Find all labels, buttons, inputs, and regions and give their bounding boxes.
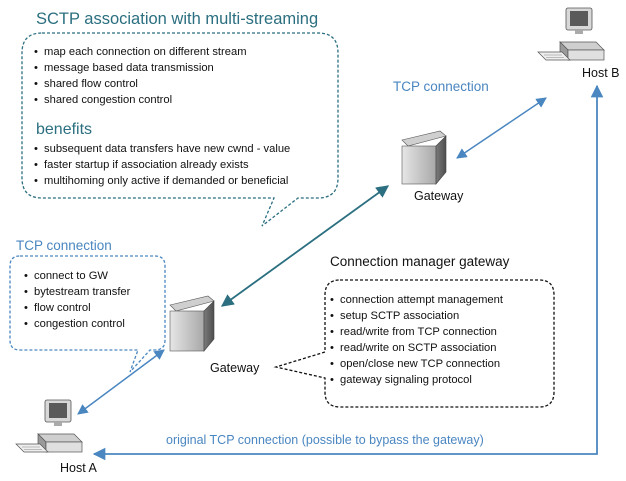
- list-item: multihoming only active if demanded or b…: [34, 173, 290, 189]
- gateway-right-label: Gateway: [414, 189, 464, 203]
- list-item: connection attempt management: [330, 292, 503, 308]
- gateway-left-icon: [169, 295, 215, 352]
- list-item: shared congestion control: [34, 92, 247, 108]
- gateway-right-icon: [401, 130, 447, 185]
- sctp-callout-title: SCTP association with multi-streaming: [36, 10, 319, 28]
- tcp-connection-label-top: TCP connection: [393, 79, 489, 94]
- benefits-title: benefits: [36, 121, 93, 138]
- list-item: flow control: [24, 300, 130, 316]
- gateway-left-label: Gateway: [210, 361, 260, 375]
- list-item: map each connection on different stream: [34, 44, 247, 60]
- list-item: gateway signaling protocol: [330, 372, 503, 388]
- host-a-label: Host A: [60, 461, 97, 475]
- host-b-label: Host B: [582, 66, 620, 80]
- tcp-callout-title: TCP connection: [16, 238, 112, 253]
- list-item: read/write from TCP connection: [330, 324, 503, 340]
- list-item: congestion control: [24, 316, 130, 332]
- list-item: message based data transmission: [34, 60, 247, 76]
- cm-callout-title: Connection manager gateway: [330, 254, 510, 269]
- host-b-computer-icon: [537, 7, 605, 61]
- list-item: connect to GW: [24, 268, 130, 284]
- list-item: open/close new TCP connection: [330, 356, 503, 372]
- list-item: shared flow control: [34, 76, 247, 92]
- tcp-feature-list: connect to GW bytestream transfer flow c…: [24, 268, 130, 332]
- cm-feature-list: connection attempt management setup SCTP…: [330, 292, 503, 388]
- list-item: subsequent data transfers have new cwnd …: [34, 141, 290, 157]
- original-tcp-link: [92, 84, 604, 461]
- list-item: setup SCTP association: [330, 308, 503, 324]
- original-tcp-connection-label: original TCP connection (possible to byp…: [166, 433, 484, 447]
- list-item: faster startup if association already ex…: [34, 157, 290, 173]
- tcp-link-host-a-gateway: [77, 349, 165, 415]
- host-a-computer-icon: [15, 399, 83, 453]
- benefits-list: subsequent data transfers have new cwnd …: [34, 141, 290, 189]
- tcp-link-gateway-host-b: [456, 97, 547, 159]
- list-item: read/write on SCTP association: [330, 340, 503, 356]
- sctp-feature-list: map each connection on different stream …: [34, 44, 247, 108]
- list-item: bytestream transfer: [24, 284, 130, 300]
